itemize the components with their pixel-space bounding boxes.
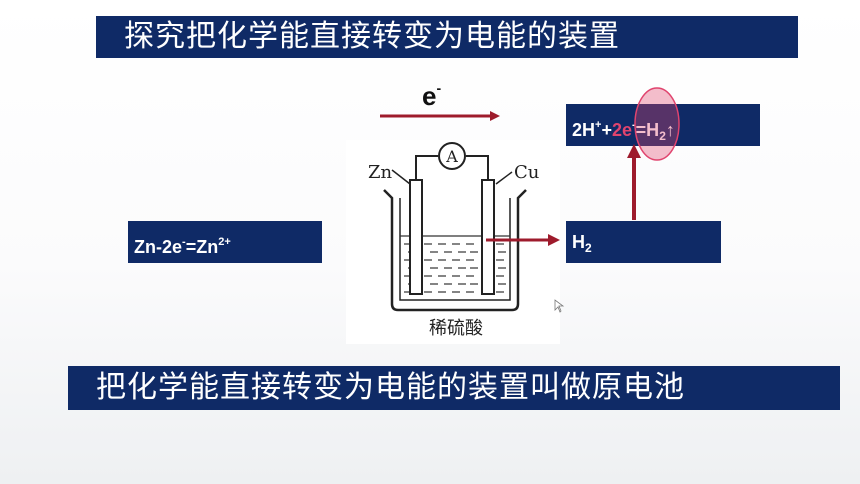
zn-eq-part1: Zn-2e [134, 237, 183, 257]
copper-electrode [481, 179, 495, 295]
hred-plus: + [601, 120, 612, 140]
hydrogen-gas-box: H2 [566, 221, 721, 263]
hred-subscript: 2 [659, 129, 666, 143]
electron-symbol: e [422, 81, 437, 111]
hred-prefix: 2H [572, 120, 596, 140]
title-banner: 探究把化学能直接转变为电能的装置 [96, 16, 798, 58]
hred-product: =H [636, 120, 660, 140]
zinc-oxidation-equation: Zn-2e-=Zn2+ [128, 221, 322, 263]
solution-label: 稀硫酸 [429, 318, 483, 339]
gas-arrow-symbol: ↑ [666, 120, 675, 140]
zinc-electrode [409, 179, 423, 295]
electron-flow-arrow [380, 111, 500, 121]
hred-charge2: - [632, 119, 636, 131]
hred-charge1: + [595, 119, 602, 131]
conclusion-banner: 把化学能直接转变为电能的装置叫做原电池 [68, 366, 840, 410]
cathode-to-h2-arrowhead [548, 234, 560, 246]
title-text: 探究把化学能直接转变为电能的装置 [124, 19, 620, 54]
electron-highlight-ellipse [634, 87, 680, 161]
hydrogen-reduction-equation: 2H++2e-=H2↑ [566, 104, 760, 146]
galvanic-cell-diagram: A Zn Cu 稀硫酸 [346, 140, 560, 344]
h2-up-arrowhead [627, 144, 641, 158]
zn-eq-charge2: 2+ [218, 236, 231, 248]
electron-label: e- [422, 80, 441, 112]
electron-charge: - [436, 80, 442, 96]
beaker-icon [383, 189, 527, 312]
anode-label: Zn [368, 162, 393, 183]
cell-svg: A Zn Cu 稀硫酸 [368, 142, 539, 339]
zn-eq-charge1: - [182, 236, 186, 248]
h2-base: H [572, 232, 585, 252]
h2-subscript: 2 [585, 241, 592, 255]
conclusion-text: 把化学能直接转变为电能的装置叫做原电池 [96, 370, 685, 405]
ammeter-label: A [445, 147, 458, 166]
cathode-label: Cu [514, 162, 539, 183]
hred-electrons: 2e [611, 120, 632, 140]
ammeter-icon [438, 142, 466, 170]
cursor-icon [554, 299, 565, 313]
zn-eq-part2: =Zn [185, 237, 219, 257]
